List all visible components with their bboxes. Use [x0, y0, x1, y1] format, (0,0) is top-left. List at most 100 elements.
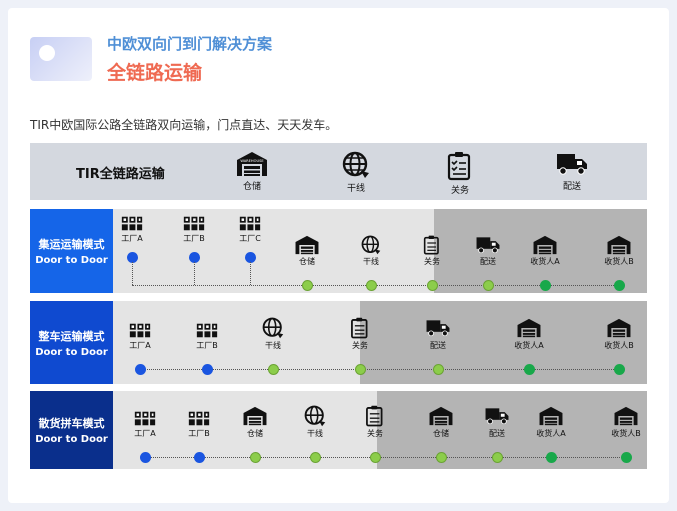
- flow-node-label: 工厂B: [196, 341, 218, 350]
- warehouse-icon: [607, 318, 631, 338]
- section-description: TIR中欧国际公路全链路双向运输，门点直达、天天发车。: [30, 118, 338, 132]
- factory-icon: [225, 215, 275, 232]
- globe-icon: [290, 405, 340, 427]
- mode-title-en: Door to Door: [35, 434, 108, 445]
- flow-connector: [132, 262, 133, 285]
- flow-node-label: 工厂C: [239, 234, 261, 243]
- factory-icon: [107, 215, 157, 232]
- section-logo: [30, 37, 92, 81]
- flow-dot: [427, 280, 438, 291]
- flow-node: 工厂A: [120, 410, 170, 439]
- flow-dot: [202, 364, 213, 375]
- clipboard-icon: [407, 235, 457, 255]
- mode-title-cn: 整车运输模式: [38, 329, 105, 343]
- flow-node: 仓储: [282, 235, 332, 267]
- flow-node-label: 仓储: [299, 257, 315, 266]
- truck-icon: [413, 317, 463, 339]
- flow-dot: [436, 452, 447, 463]
- warehouse-icon: [594, 235, 644, 255]
- flow-node-label: 干线: [307, 429, 323, 438]
- flow-dot: [614, 280, 625, 291]
- globe-icon: [342, 151, 369, 178]
- flow-node: 仓储: [230, 405, 280, 439]
- truck-icon: [485, 408, 509, 425]
- flow-dot: [370, 452, 381, 463]
- flow-node-label: 干线: [363, 257, 379, 266]
- warehouse-icon: [230, 405, 280, 427]
- clipboard-icon: [350, 405, 400, 427]
- flow-node: 关务: [335, 317, 385, 351]
- flow-node-label: 工厂B: [183, 234, 205, 243]
- flow-node-label: 收货人A: [536, 429, 566, 438]
- flow-node: 配送: [413, 317, 463, 351]
- warehouse-icon: [601, 405, 651, 427]
- flow-dot: [483, 280, 494, 291]
- mode-title-cn: 集运运输模式: [38, 238, 105, 251]
- flow-connector: [145, 457, 626, 458]
- factory-icon: [239, 216, 261, 231]
- flow-dot: [433, 364, 444, 375]
- flow-node: 配送: [472, 405, 522, 439]
- flow-node: 收货人A: [504, 317, 554, 351]
- flow-dot: [194, 452, 205, 463]
- truck-icon: [426, 320, 450, 337]
- warehouse-icon: [429, 406, 453, 426]
- mode-label: 整车运输模式 Door to Door: [30, 301, 113, 384]
- flow-node: 收货人A: [520, 235, 570, 267]
- factory-icon: [129, 323, 151, 338]
- destination-zone: [377, 391, 647, 469]
- flow-node-label: 关务: [367, 429, 383, 438]
- flow-connector: [140, 369, 620, 370]
- globe-icon: [262, 317, 284, 339]
- warehouse-icon: [539, 406, 563, 426]
- factory-icon: [196, 323, 218, 338]
- factory-icon: [183, 216, 205, 231]
- flow-dot: [355, 364, 366, 375]
- flow-node-label: 仓储: [433, 429, 449, 438]
- overview-item-label: 配送: [562, 182, 581, 192]
- flow-node: 工厂A: [107, 215, 157, 244]
- flow-node-label: 配送: [480, 257, 496, 266]
- flow-node: 工厂A: [115, 322, 165, 351]
- globe-icon: [248, 317, 298, 339]
- globe-icon: [346, 235, 396, 255]
- warehouse-icon: [594, 317, 644, 339]
- globe-icon: [304, 405, 326, 427]
- flow-node: 收货人B: [594, 317, 644, 351]
- overview-item-label: 仓储: [242, 182, 261, 192]
- flow-node: 仓储: [416, 405, 466, 439]
- flow-connector: [250, 262, 251, 285]
- factory-icon: [120, 410, 170, 427]
- overview-item-trunk: 干线: [326, 151, 386, 194]
- flow-node: 收货人B: [601, 405, 651, 439]
- flow-dot: [366, 280, 377, 291]
- warehouse-icon: [526, 405, 576, 427]
- overview-band: TIR全链路运输 WAREHOUSE 仓储 干线: [30, 143, 647, 200]
- flow-dot: [135, 364, 146, 375]
- flow-node: 收货人B: [594, 235, 644, 267]
- factory-icon: [115, 322, 165, 339]
- clipboard-icon: [423, 235, 439, 255]
- flow-dot: [492, 452, 503, 463]
- flow-dot: [524, 364, 535, 375]
- flow-node-label: 工厂A: [134, 429, 156, 438]
- flow-connector: [194, 262, 195, 285]
- flow-node: 工厂B: [174, 410, 224, 439]
- flow-node: 工厂B: [182, 322, 232, 351]
- overview-item-storage: WAREHOUSE 仓储: [222, 151, 282, 192]
- flow-node-label: 配送: [489, 429, 505, 438]
- overview-label: TIR全链路运输: [76, 167, 165, 182]
- warehouse-icon: [504, 317, 554, 339]
- flow-dot: [546, 452, 557, 463]
- warehouse-icon: [295, 235, 319, 255]
- flow-node-label: 收货人B: [611, 429, 641, 438]
- clipboard-icon: [335, 317, 385, 339]
- mode-title-en: Door to Door: [35, 346, 108, 358]
- truck-icon: [472, 405, 522, 427]
- factory-icon: [174, 410, 224, 427]
- overview-item-label: 关务: [450, 186, 469, 196]
- warehouse-icon: [614, 406, 638, 426]
- warehouse-icon: WAREHOUSE: [237, 152, 267, 176]
- clipboard-icon: [351, 317, 368, 339]
- overview-item-label: 干线: [346, 184, 365, 194]
